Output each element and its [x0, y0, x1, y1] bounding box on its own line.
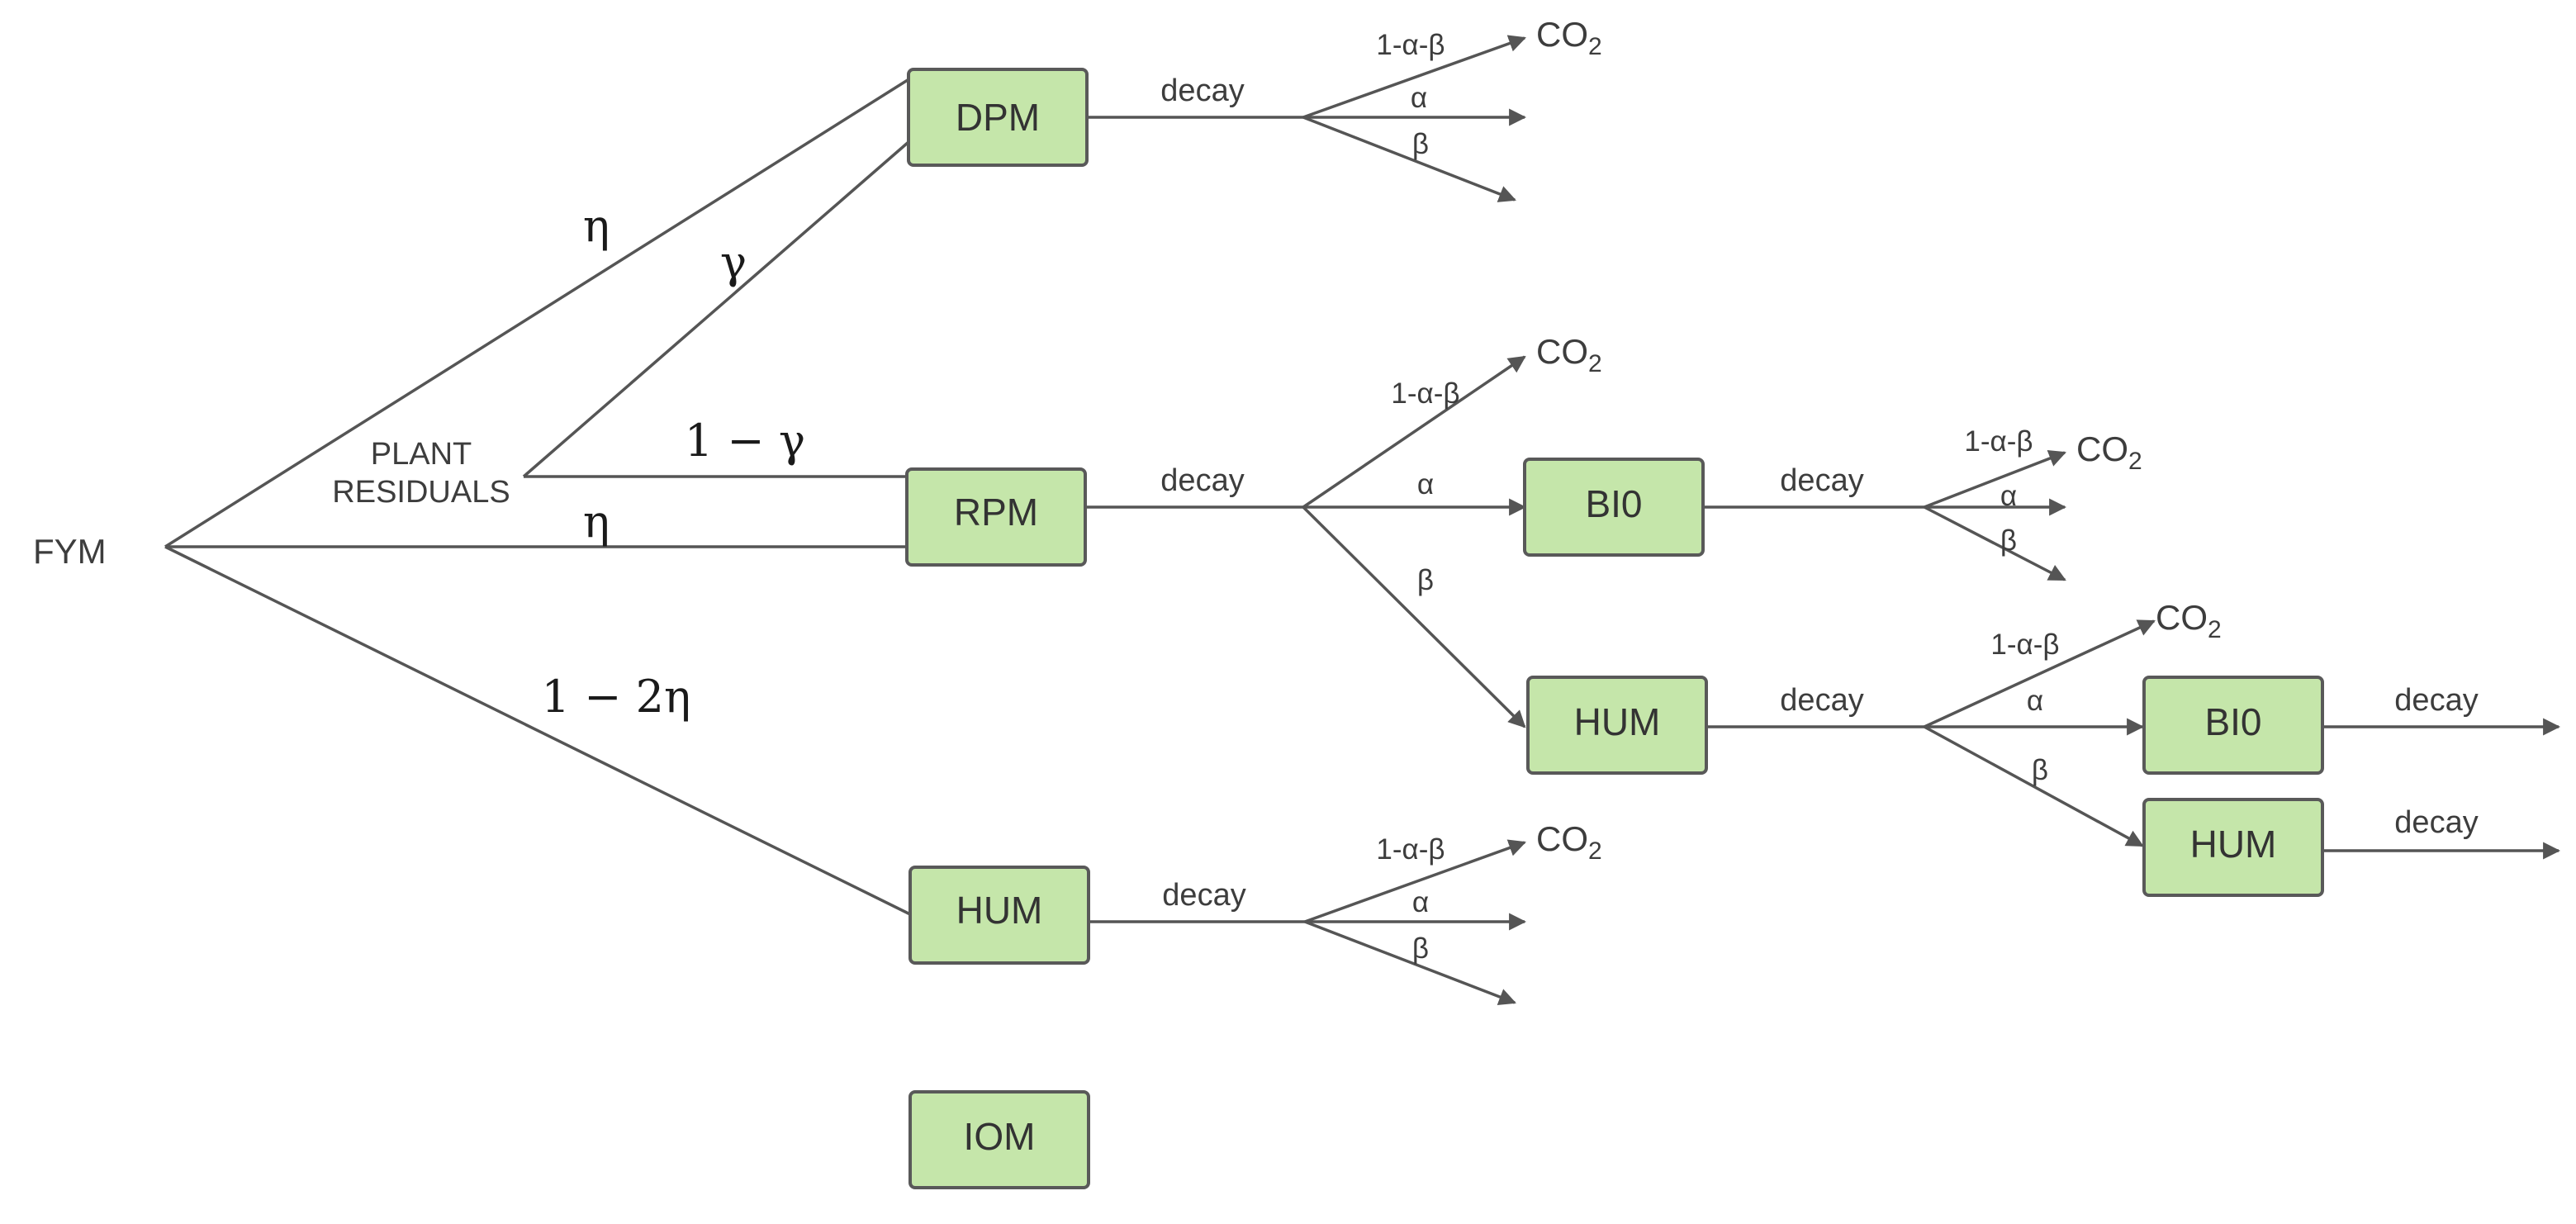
rpm-beta-label: β	[1417, 564, 1434, 596]
rpm-co2-arrow	[1302, 355, 1526, 509]
rpm-co2-label: CO2	[1536, 332, 1602, 377]
rpm-pool-box: RPM	[905, 467, 1087, 567]
hum2-pool-box: HUM	[1526, 676, 1708, 775]
bio1-pool-label: BI0	[1585, 482, 1642, 525]
bio1-decay-label: decay	[1780, 463, 1863, 498]
rpm-alpha-label: α	[1417, 468, 1434, 501]
hum2-co2-label: CO2	[2156, 598, 2222, 643]
hum-co2-fraction-label: 1-α-β	[1376, 833, 1445, 866]
plant-residuals-to-dpm-line	[522, 140, 910, 478]
hum2-pool-label: HUM	[1574, 700, 1661, 743]
hum-co2-arrow	[1304, 839, 1526, 923]
hum3-decay-label: decay	[2394, 805, 2478, 840]
rpm-pool-label: RPM	[954, 491, 1038, 534]
hum-pool-box: HUM	[908, 866, 1090, 965]
dpm-co2-arrow	[1302, 35, 1526, 119]
bio1-co2-fraction-label: 1-α-β	[1964, 425, 2033, 458]
bio1-co2-arrow	[1924, 450, 2066, 509]
fym-label: FYM	[33, 532, 107, 571]
one-minus-gamma-fraction: 1 − γ	[685, 415, 805, 467]
hum2-beta-label: β	[2032, 754, 2048, 786]
hum-beta-arrow	[1304, 920, 1516, 1005]
rpm-co2-fraction-label: 1-α-β	[1391, 377, 1459, 410]
one-minus-two-eta-fraction: 1 − 2η	[542, 671, 691, 723]
fym-to-hum-line	[164, 545, 913, 917]
hum2-beta-arrow	[1924, 725, 2144, 847]
eta-dpm-fraction: η	[583, 200, 610, 252]
dpm-pool-box: DPM	[907, 68, 1089, 167]
rpm-beta-arrow	[1302, 505, 1526, 728]
hum-decay-label: decay	[1162, 878, 1245, 913]
hum3-pool-box: HUM	[2142, 798, 2324, 897]
dpm-co2-label: CO2	[1536, 15, 1602, 60]
split-arrows	[1302, 35, 2156, 1005]
hum2-decay-label: decay	[1780, 683, 1863, 718]
decay-lines	[1085, 116, 2561, 923]
bio2-decay-label: decay	[2394, 683, 2478, 718]
bio2-pool-label: BI0	[2204, 700, 2261, 743]
dpm-pool-label: DPM	[956, 96, 1040, 139]
plant-residuals-label-line2: RESIDUALS	[332, 475, 510, 510]
hum-beta-label: β	[1412, 932, 1429, 965]
hum-pool-label: HUM	[956, 889, 1043, 932]
hum2-co2-fraction-label: 1-α-β	[1990, 629, 2059, 661]
hum-co2-label: CO2	[1536, 819, 1602, 865]
hum3-pool-label: HUM	[2190, 823, 2277, 866]
hum2-co2-arrow	[1924, 619, 2156, 728]
dpm-decay-label: decay	[1160, 74, 1244, 108]
dpm-beta-arrow	[1302, 116, 1516, 202]
eta-rpm-fraction: η	[583, 496, 610, 548]
bio1-co2-label: CO2	[2076, 429, 2142, 475]
iom-pool-label: IOM	[964, 1115, 1036, 1158]
inflow-lines	[164, 77, 913, 917]
bio1-beta-arrow	[1924, 505, 2066, 581]
dpm-co2-fraction-label: 1-α-β	[1376, 29, 1445, 61]
rpm-decay-label: decay	[1160, 463, 1244, 498]
dpm-alpha-label: α	[1411, 82, 1427, 114]
fym-to-dpm-line	[164, 77, 911, 548]
iom-pool-box: IOM	[908, 1090, 1090, 1189]
bio1-alpha-label: α	[2000, 480, 2017, 512]
gamma-fraction: γ	[720, 236, 747, 288]
dpm-beta-label: β	[1412, 128, 1429, 160]
hum-alpha-label: α	[1412, 886, 1429, 918]
bio2-pool-box: BI0	[2142, 676, 2324, 775]
bio1-beta-label: β	[2000, 524, 2017, 557]
bio1-pool-box: BI0	[1523, 458, 1705, 557]
plant-residuals-label-line1: PLANT	[371, 437, 472, 472]
hum2-alpha-label: α	[2027, 685, 2043, 717]
